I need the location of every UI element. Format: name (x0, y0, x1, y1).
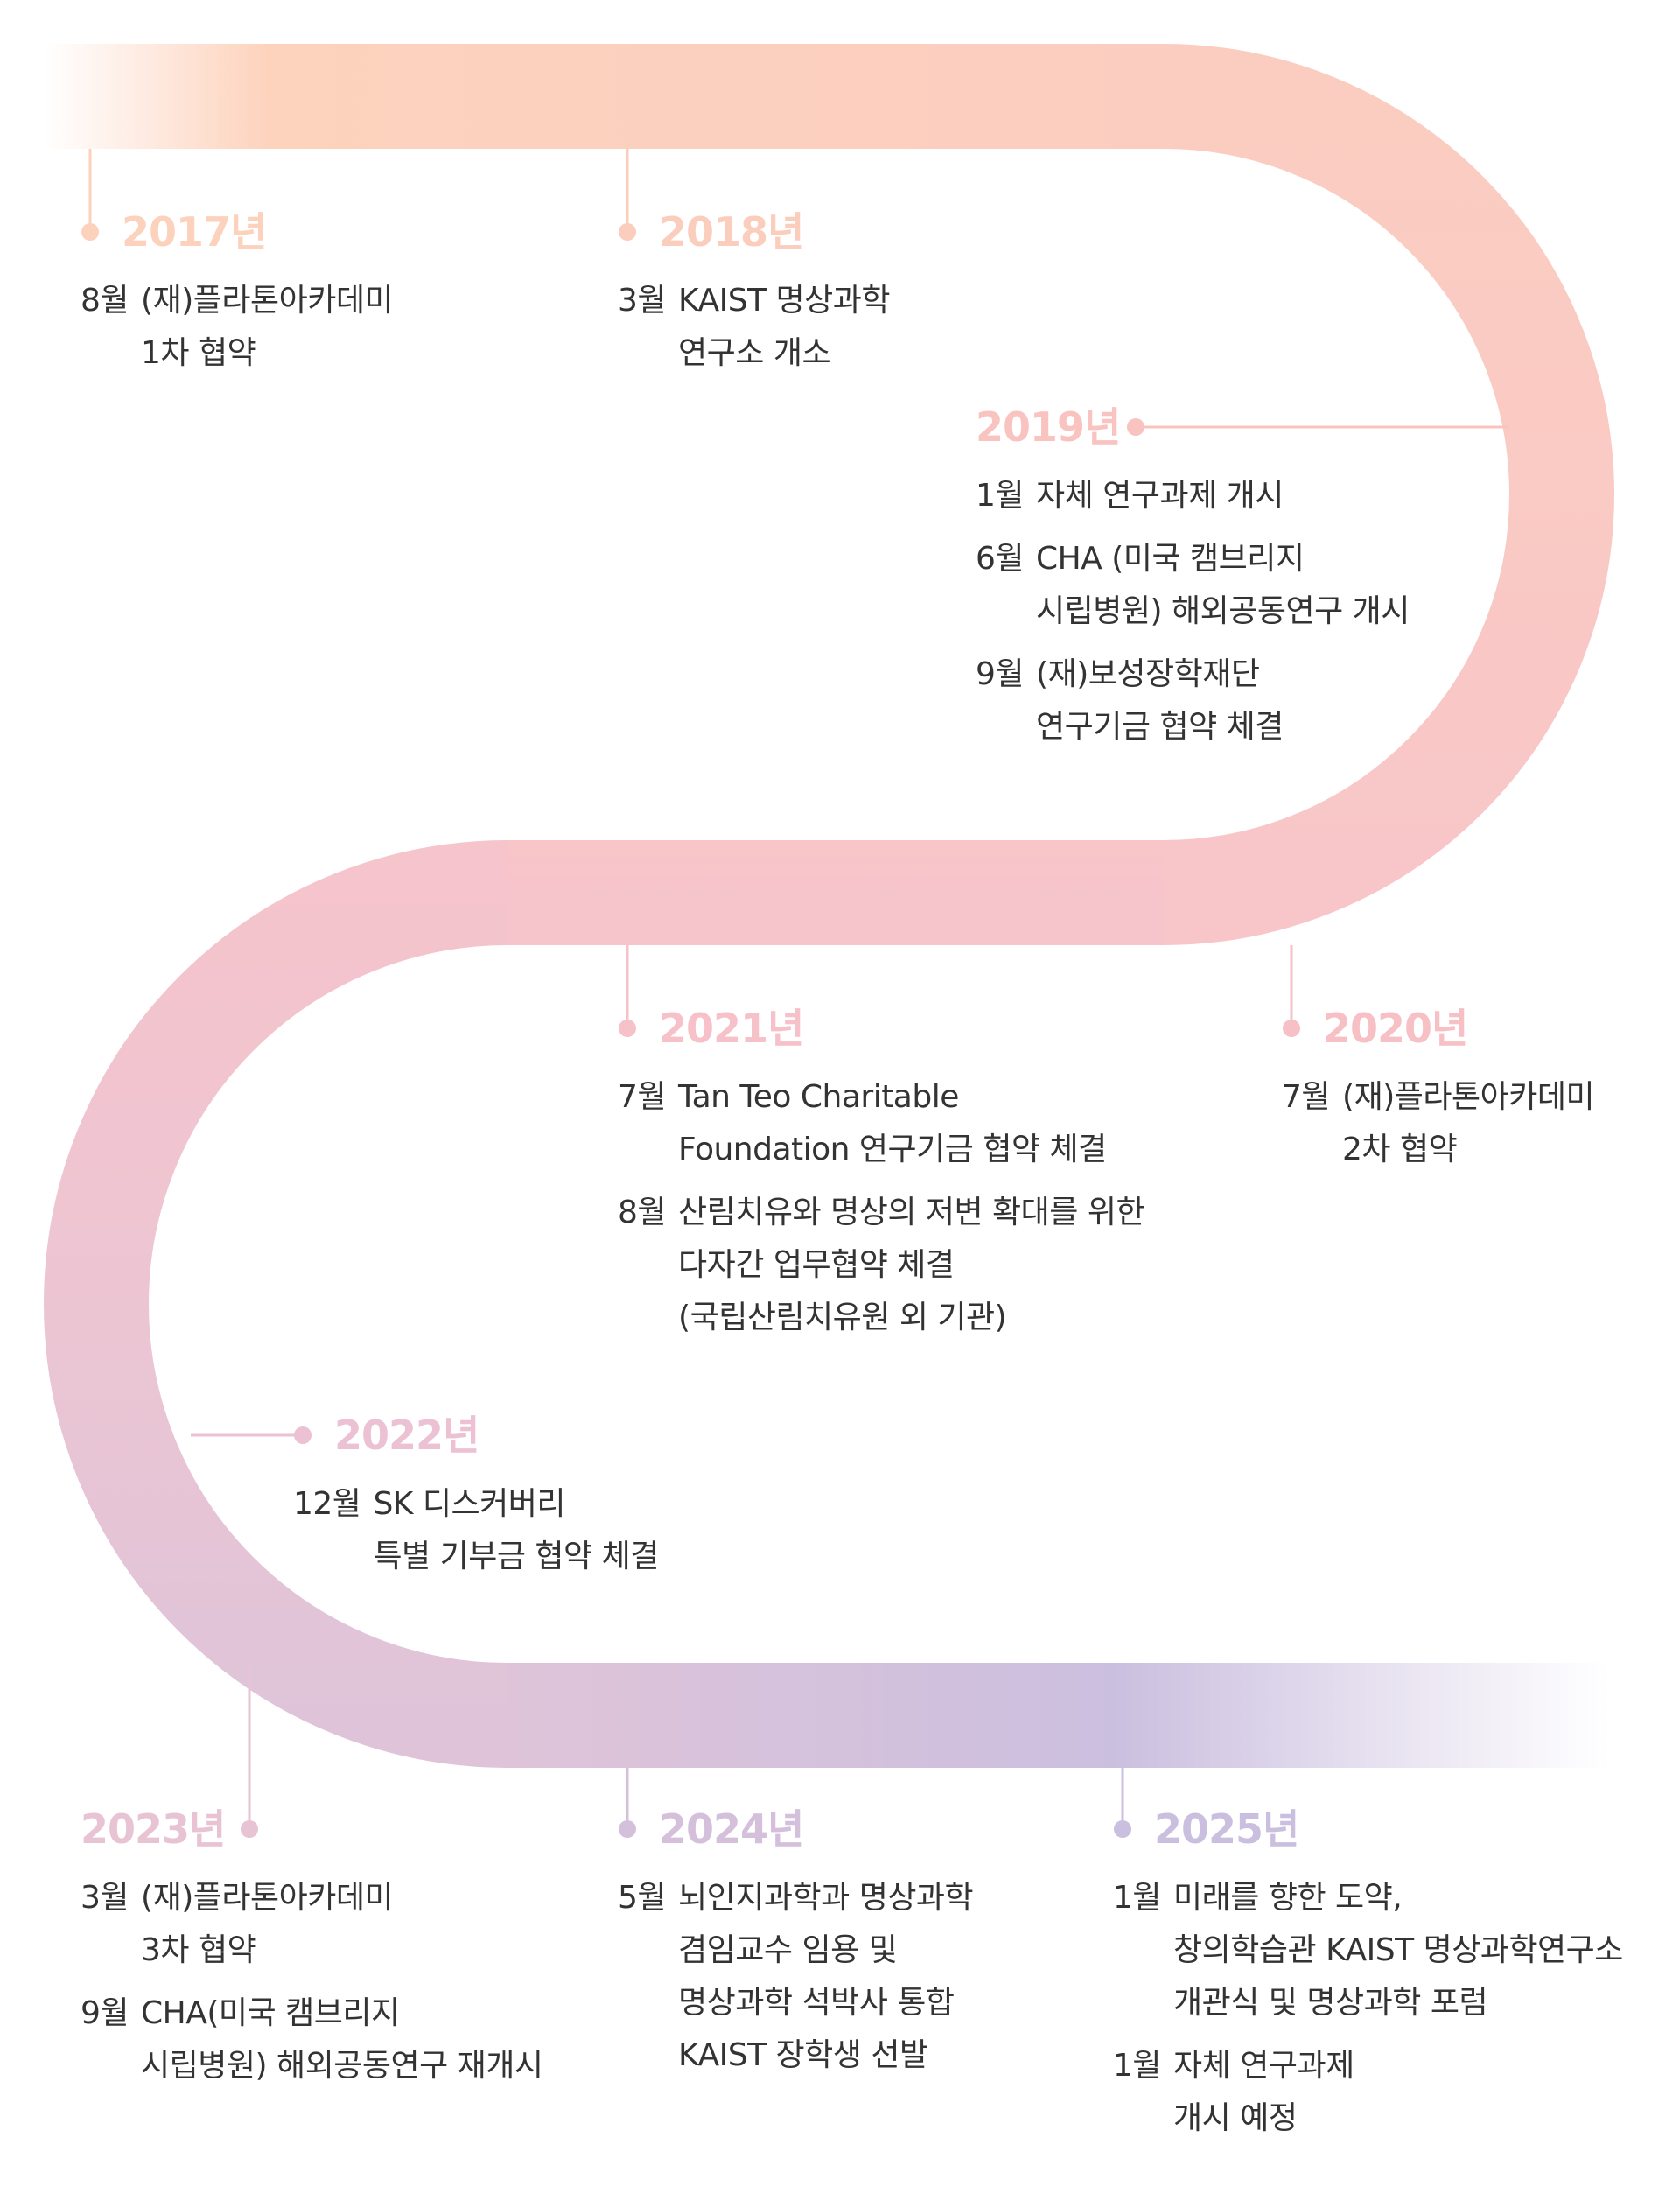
year-label-2019: 2019년 (976, 403, 1121, 451)
timeline-entry-2023: 2023년 3월 (재)플라톤아카데미 3차 협약 9월 CHA(미국 캠브리지… (80, 1809, 543, 2103)
timeline-item: 7월 Tan Teo Charitable Foundation 연구기금 협약… (618, 1071, 1144, 1176)
year-label-2018: 2018년 (659, 208, 804, 256)
item-text: (재)플라톤아카데미 3차 협약 (141, 1880, 394, 1968)
item-month: 7월 (618, 1079, 667, 1115)
item-month: 1월 (976, 478, 1025, 514)
item-month: 5월 (618, 1880, 667, 1916)
entry-items: 5월 뇌인지과학과 명상과학 겸임교수 임용 및 명상과학 석박사 통합 KAI… (618, 1872, 974, 2082)
item-text: Tan Teo Charitable Foundation 연구기금 협약 체결 (678, 1079, 1107, 1167)
year-label-2017: 2017년 (122, 208, 267, 256)
entry-items: 1월 자체 연구과제 개시 6월 CHA (미국 캠브리지 시립병원) 해외공동… (976, 470, 1410, 754)
entry-items: 7월 Tan Teo Charitable Foundation 연구기금 협약… (618, 1071, 1145, 1344)
timeline-item: 9월 (재)보성장학재단 연구기금 협약 체결 (976, 648, 1410, 754)
item-text: 자체 연구과제 개시 예정 (1173, 2048, 1354, 2136)
item-text: (재)플라톤아카데미 1차 협약 (141, 283, 394, 371)
entry-items: 8월 (재)플라톤아카데미 1차 협약 (80, 275, 394, 380)
item-text: (재)플라톤아카데미 2차 협약 (1342, 1079, 1595, 1167)
item-text: CHA (미국 캠브리지 시립병원) 해외공동연구 개시 (1036, 541, 1410, 629)
entry-items: 3월 (재)플라톤아카데미 3차 협약 9월 CHA(미국 캠브리지 시립병원)… (80, 1872, 543, 2092)
timeline-item: 8월 (재)플라톤아카데미 1차 협약 (80, 275, 394, 380)
year-label-2023: 2023년 (80, 1805, 226, 1853)
item-month: 1월 (1113, 1880, 1162, 1916)
item-month: 1월 (1113, 2048, 1162, 2084)
entry-items: 3월 KAIST 명상과학 연구소 개소 (618, 275, 891, 380)
year-label-2020: 2020년 (1323, 1005, 1468, 1052)
timeline-item: 7월 (재)플라톤아카데미 2차 협약 (1282, 1071, 1595, 1176)
year-label-2025: 2025년 (1154, 1805, 1299, 1853)
entry-items: 1월 미래를 향한 도약, 창의학습관 KAIST 명상과학연구소 개관식 및 … (1113, 1872, 1623, 2145)
item-month: 12월 (293, 1486, 361, 1522)
year-label-2024: 2024년 (659, 1805, 804, 1853)
item-month: 3월 (618, 283, 667, 319)
item-month: 8월 (618, 1195, 667, 1230)
item-text: KAIST 명상과학 연구소 개소 (678, 283, 891, 371)
item-text: CHA(미국 캠브리지 시립병원) 해외공동연구 재개시 (141, 1995, 543, 2084)
timeline-item: 8월 산림치유와 명상의 저변 확대를 위한 다자간 업무협약 체결 (국립산림… (618, 1187, 1145, 1344)
item-month: 9월 (80, 1995, 130, 2031)
item-text: 뇌인지과학과 명상과학 겸임교수 임용 및 명상과학 석박사 통합 KAIST … (678, 1880, 974, 2073)
item-text: 미래를 향한 도약, 창의학습관 KAIST 명상과학연구소 개관식 및 명상과… (1173, 1880, 1623, 2021)
year-label-2021: 2021년 (659, 1005, 804, 1052)
timeline-entry-2024: 2024년 5월 뇌인지과학과 명상과학 겸임교수 임용 및 명상과학 석박사 … (618, 1805, 974, 2092)
timeline-item: 1월 자체 연구과제 개시 (976, 470, 1410, 522)
timeline-item: 6월 CHA (미국 캠브리지 시립병원) 해외공동연구 개시 (976, 533, 1410, 638)
item-text: 자체 연구과제 개시 (1036, 478, 1284, 514)
item-text: 산림치유와 명상의 저변 확대를 위한 다자간 업무협약 체결 (국립산림치유원… (678, 1195, 1145, 1335)
year-label-2022: 2022년 (334, 1412, 480, 1459)
entry-items: 7월 (재)플라톤아카데미 2차 협약 (1282, 1071, 1595, 1176)
timeline-item: 9월 CHA(미국 캠브리지 시립병원) 해외공동연구 재개시 (80, 1987, 543, 2092)
timeline-entry-2022: 2022년 12월 SK 디스커버리 특별 기부금 협약 체결 (293, 1415, 659, 1594)
timeline-entry-2021: 2021년 7월 Tan Teo Charitable Foundation 연… (618, 1005, 1145, 1355)
item-month: 3월 (80, 1880, 130, 1916)
item-month: 8월 (80, 283, 130, 319)
item-text: (재)보성장학재단 연구기금 협약 체결 (1036, 656, 1284, 745)
timeline-item: 3월 (재)플라톤아카데미 3차 협약 (80, 1872, 543, 1977)
timeline-entry-2019: 2019년 1월 자체 연구과제 개시 6월 CHA (미국 캠브리지 시립병원… (976, 407, 1410, 764)
timeline-entry-2018: 2018년 3월 KAIST 명상과학 연구소 개소 (618, 208, 891, 390)
entry-items: 12월 SK 디스커버리 특별 기부금 협약 체결 (293, 1478, 659, 1583)
timeline-item: 5월 뇌인지과학과 명상과학 겸임교수 임용 및 명상과학 석박사 통합 KAI… (618, 1872, 974, 2082)
timeline-entry-2025: 2025년 1월 미래를 향한 도약, 창의학습관 KAIST 명상과학연구소 … (1113, 1809, 1623, 2155)
item-month: 6월 (976, 541, 1025, 577)
timeline-item: 3월 KAIST 명상과학 연구소 개소 (618, 275, 891, 380)
timeline-item: 1월 미래를 향한 도약, 창의학습관 KAIST 명상과학연구소 개관식 및 … (1113, 1872, 1623, 2029)
timeline-entry-2020: 2020년 7월 (재)플라톤아카데미 2차 협약 (1282, 1005, 1595, 1187)
timeline-item: 1월 자체 연구과제 개시 예정 (1113, 2040, 1623, 2145)
item-month: 9월 (976, 656, 1025, 692)
timeline-entry-2017: 2017년 8월 (재)플라톤아카데미 1차 협약 (80, 208, 394, 390)
item-text: SK 디스커버리 특별 기부금 협약 체결 (373, 1486, 659, 1574)
timeline-item: 12월 SK 디스커버리 특별 기부금 협약 체결 (293, 1478, 659, 1583)
item-month: 7월 (1282, 1079, 1331, 1115)
